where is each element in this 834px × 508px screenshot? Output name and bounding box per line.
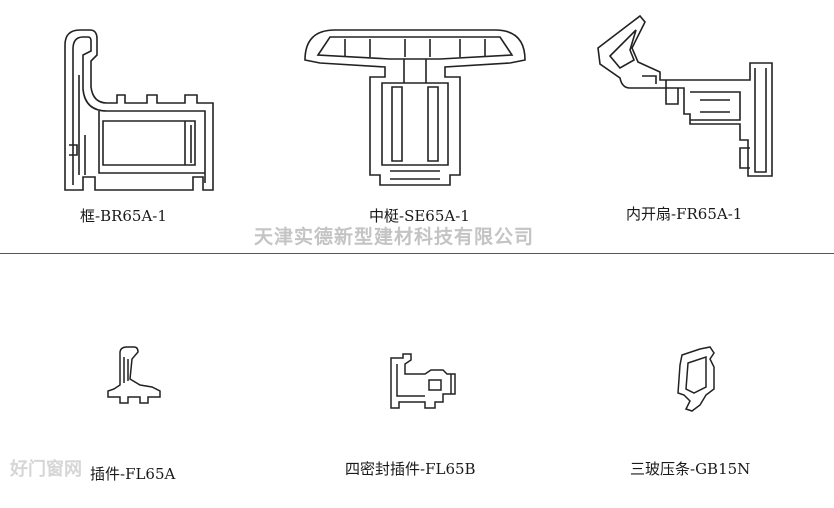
sash-profile-drawing (590, 8, 780, 183)
mullion-profile-caption: 中梃-SE65A-1 (369, 207, 470, 225)
bead-plug-profile-caption: 插件-FL65A (90, 465, 176, 483)
section-divider (0, 253, 834, 254)
mullion-profile-drawing (300, 25, 530, 195)
four-seal-plug-profile-caption: 四密封插件-FL65B (345, 460, 476, 478)
frame-profile-caption: 框-BR65A-1 (80, 207, 167, 225)
four-seal-plug-profile-drawing (385, 350, 465, 415)
site-logo-watermark: 好门窗网 (10, 459, 82, 480)
sash-profile-caption: 内开扇-FR65A-1 (626, 205, 743, 223)
bead-plug-profile-drawing (100, 345, 170, 410)
glazing-bead-profile-caption: 三玻压条-GB15N (630, 460, 751, 478)
frame-profile-drawing (55, 25, 220, 195)
company-watermark: 天津实德新型建材科技有限公司 (254, 226, 535, 248)
glazing-bead-profile-drawing (670, 345, 725, 415)
